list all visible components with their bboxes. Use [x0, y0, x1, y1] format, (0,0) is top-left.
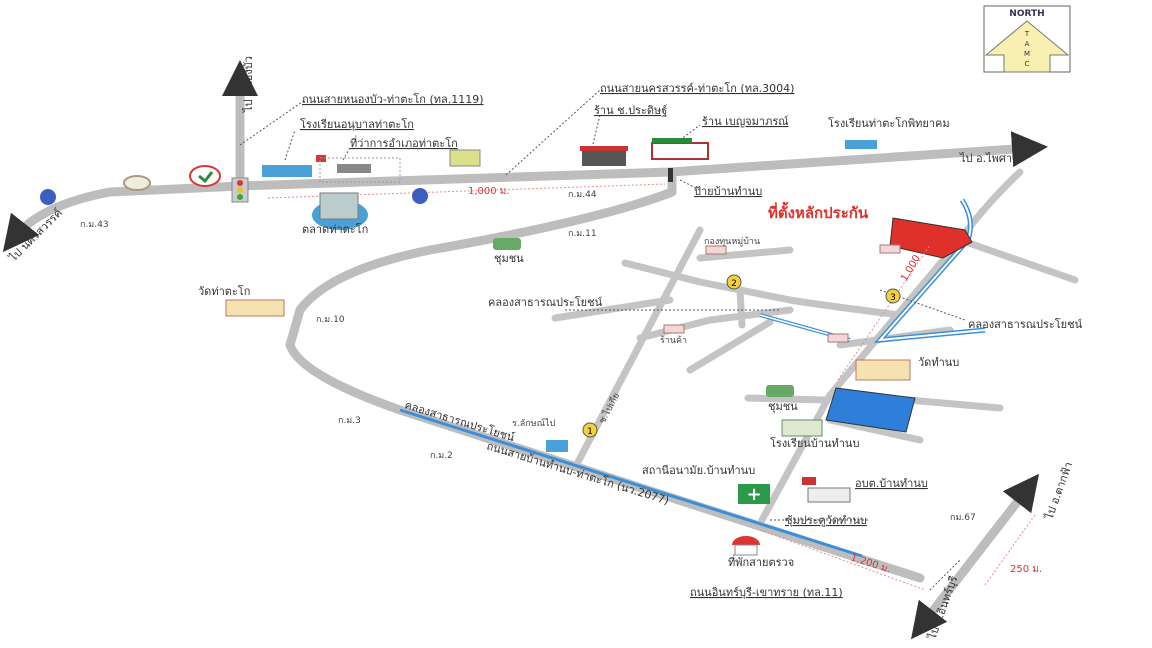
- north-letter: M: [1024, 50, 1030, 58]
- temple-gate-label: ซุ้มประตูวัดทำนบ: [785, 514, 867, 527]
- community-icon: [766, 385, 794, 397]
- canal1-label: คลองสาธารณประโยชน์: [488, 295, 603, 309]
- gas-station-icon: [40, 189, 56, 205]
- collateral-label: ที่ตั้งหลักประกัน: [768, 201, 869, 222]
- sao-office-icon: [807, 487, 851, 503]
- kindergarten-label: โรงเรียนอนุบาลท่าตะโก: [300, 117, 414, 131]
- road-side-4: [736, 286, 746, 329]
- shop2-label: ร้าน เบญจมาภรณ์: [702, 115, 788, 128]
- road-label-hwy11: ถนนอินทร์บุรี-เขาทราย (ทล.11): [690, 586, 843, 599]
- road-rural-2077: [285, 169, 925, 583]
- gas-station-icon: [412, 188, 428, 204]
- police-box-icon: [732, 536, 760, 545]
- school-thamnop-label: โรงเรียนบ้านทำนบ: [770, 436, 859, 450]
- km-2: ก.ม.2: [430, 451, 453, 461]
- canal-roadside: [399, 408, 863, 558]
- house-icon: [879, 244, 901, 254]
- road-hwy11: [910, 473, 1040, 640]
- community-icon: [493, 238, 521, 250]
- shop3-label: ร้านค้า: [660, 335, 687, 346]
- distance-line: [759, 529, 926, 591]
- bank-icon: [189, 165, 221, 187]
- shop1-label: ร้าน ช.ประดิษฐ์: [594, 104, 667, 117]
- marker-2[interactable]: 2: [726, 274, 742, 290]
- km-3: ก.ม.3: [338, 416, 361, 426]
- temple-icon: [225, 299, 285, 317]
- police-box-label: ที่พักสายตรวจ: [728, 554, 794, 569]
- wat-thatako-label: วัดท่าตะโก: [198, 284, 250, 298]
- community1-label: ชุมชน: [494, 252, 524, 265]
- health-cross-glyph: +: [746, 484, 761, 505]
- distance-1: 1,000 ม.: [468, 186, 510, 197]
- bank-icon: [123, 175, 151, 191]
- road-thamnop: [758, 168, 1024, 524]
- svg-text:3: 3: [890, 293, 896, 303]
- km-43: ก.ม.43: [80, 220, 109, 230]
- house-icon: [663, 324, 685, 334]
- shop-icon: [582, 150, 626, 166]
- marker-3[interactable]: 3: [885, 288, 901, 304]
- health-station-label: สถานีอนามัย.บ้านทำนบ: [642, 464, 755, 477]
- shop-icon: [651, 142, 709, 160]
- school-icon: [781, 419, 823, 437]
- north-label: NORTH: [1009, 9, 1044, 19]
- distance-line: [837, 244, 931, 381]
- post-office-icon: [449, 149, 481, 167]
- bus-stop-icon: [668, 168, 673, 182]
- shop-icon: [546, 440, 568, 452]
- road-label-3004: ถนนสายนครสวรรค์-ท่าตะโก (ทล.3004): [600, 81, 794, 95]
- road-side-6: [686, 318, 774, 374]
- house-icon: [705, 245, 727, 255]
- district-office-label: ที่ว่าการอำเภอท่าตะโก: [350, 135, 458, 150]
- direction-east: ไป อ.ไพศาลี: [959, 152, 1019, 165]
- distance-4: 250 ม.: [1010, 564, 1042, 575]
- road-side-1: [621, 259, 904, 319]
- svg-text:1: 1: [587, 427, 593, 437]
- health-station-icon: [738, 484, 770, 504]
- bus-stop-label: ป้ายบ้านทำนบ: [694, 185, 762, 198]
- marker-1[interactable]: 1: [582, 422, 598, 438]
- school-pittaya-label: โรงเรียนท่าตะโกพิทยาคม: [828, 116, 950, 130]
- leader-lines: [239, 89, 966, 591]
- km-67: กม.67: [950, 513, 976, 523]
- community2-label: ชุมชน: [768, 400, 798, 413]
- district-office-icon: [319, 157, 401, 183]
- house-icon: [827, 333, 849, 343]
- svg-text:2: 2: [731, 279, 737, 289]
- north-letter: A: [1025, 40, 1030, 48]
- sao-label: อบต.บ้านทำนบ: [855, 477, 928, 490]
- canal2-label: คลองสาธารณประโยชน์: [968, 317, 1083, 331]
- road-lane-1: [574, 226, 704, 466]
- pond: [825, 387, 916, 433]
- village-fund-label: กองทุนหมู่บ้าน: [704, 236, 760, 247]
- collateral-plot[interactable]: [889, 217, 973, 259]
- road-side-3: [551, 296, 674, 322]
- km-11: ก.ม.11: [568, 229, 597, 239]
- north-letter: T: [1024, 30, 1030, 38]
- road-side-7: [744, 394, 829, 404]
- lane-shop-label: ร.ลักษณ์ไป: [512, 417, 555, 429]
- direction-north: ไป หนองบัว: [242, 56, 255, 113]
- km-10: ก.ม.10: [316, 315, 345, 325]
- km-44: ก.ม.44: [568, 190, 597, 200]
- direction-southeast-up: ไป อ.ตากฟ้า: [1042, 460, 1075, 522]
- north-arrow: NORTH T A M C: [983, 5, 1071, 73]
- wat-thamnop-label: วัดทำนบ: [918, 356, 959, 369]
- road-side-2: [696, 246, 794, 262]
- north-letter: C: [1025, 60, 1030, 68]
- school-icon: [845, 140, 877, 149]
- road-side-9: [956, 236, 1079, 284]
- roads: [2, 60, 1079, 640]
- temple-icon: [855, 359, 911, 381]
- road-label-1119: ถนนสายหนองบัว-ท่าตะโก (ทล.1119): [302, 92, 484, 106]
- road-main: [2, 131, 1048, 253]
- distance-3: 1,200 ม.: [849, 552, 892, 575]
- school-icon: [262, 165, 312, 177]
- road-side-5: [636, 306, 794, 342]
- market-label: ตลาดท่าตะโก: [302, 222, 368, 236]
- road-side-8: [904, 396, 1004, 412]
